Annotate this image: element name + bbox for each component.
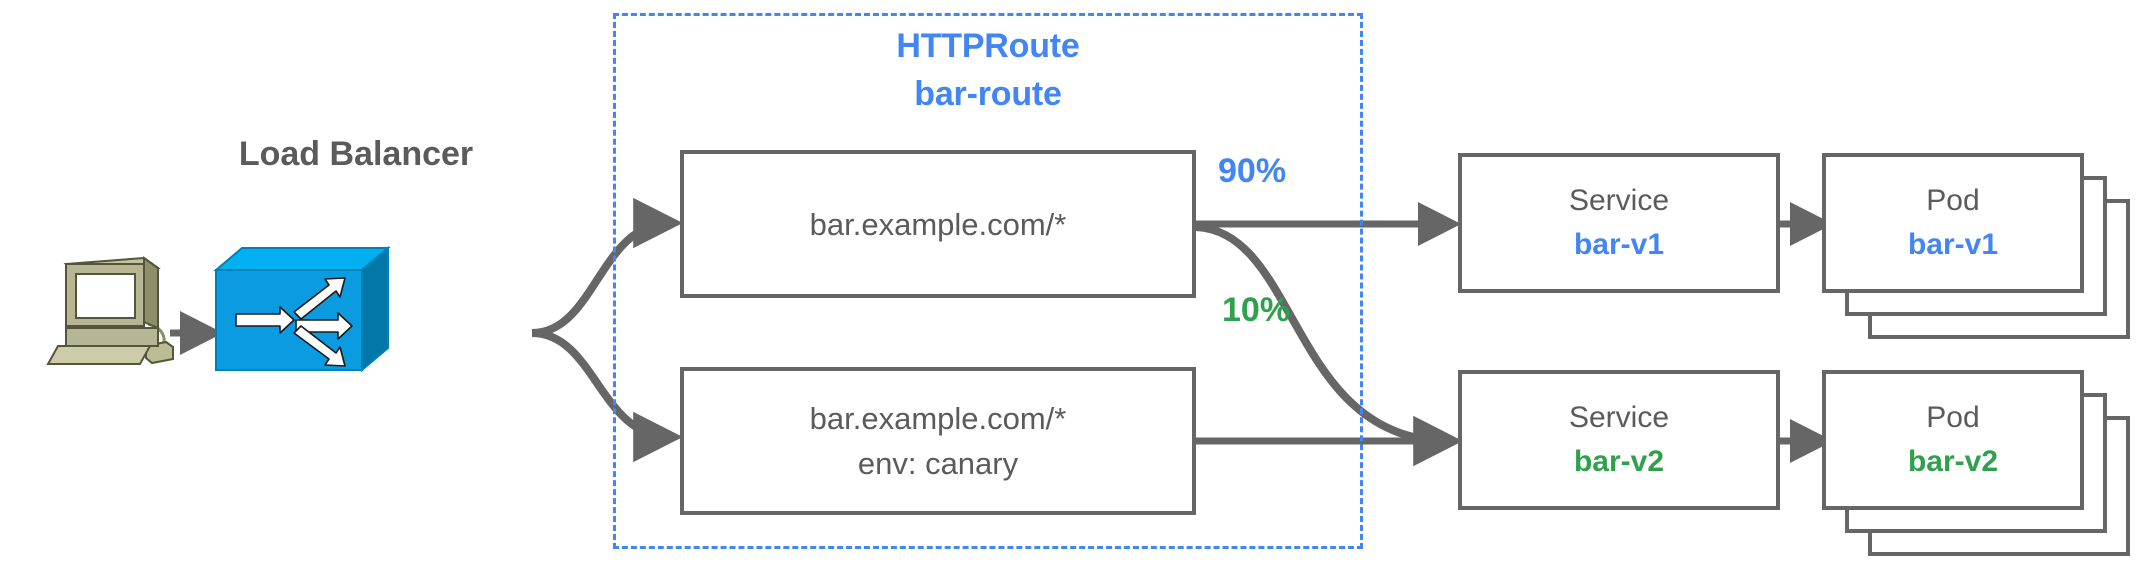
- route-rule-1-match: bar.example.com/*: [809, 206, 1067, 242]
- pod-box-bar-v2[interactable]: Pod bar-v2: [1822, 370, 2084, 510]
- pod-name-label: bar-v1: [1907, 228, 1999, 261]
- computer-icon: [46, 256, 174, 365]
- arrow-rule1-to-service-v2: [1195, 223, 1463, 467]
- pod-stack-bar-v1: Pod bar-v1: [1822, 153, 2132, 343]
- arrow-lb-to-rule-2: [531, 329, 683, 463]
- pod-kind-label: Pod: [1926, 184, 1980, 217]
- pod-stack-bar-v2: Pod bar-v2: [1822, 370, 2132, 560]
- httproute-name: bar-route: [914, 75, 1062, 113]
- service-box-bar-v2[interactable]: Service bar-v2: [1458, 370, 1780, 510]
- httproute-title: HTTPRoute bar-route: [613, 22, 1363, 118]
- route-rule-2-match: bar.example.com/*: [809, 401, 1067, 436]
- weight-label-90: 90%: [1218, 152, 1287, 190]
- load-balancer-label: Load Balancer: [238, 135, 474, 173]
- pod-kind-label: Pod: [1926, 401, 1980, 434]
- pod-box-bar-v1[interactable]: Pod bar-v1: [1822, 153, 2084, 293]
- service-kind-label: Service: [1568, 401, 1670, 434]
- pod-name-label: bar-v2: [1907, 445, 1999, 478]
- httproute-kind: HTTPRoute: [896, 27, 1080, 65]
- route-rule-box-2[interactable]: bar.example.com/* env: canary: [680, 367, 1196, 515]
- route-rule-2-header: env: canary: [857, 446, 1019, 481]
- service-name-label: bar-v1: [1573, 228, 1665, 261]
- load-balancer-icon: [213, 245, 391, 373]
- service-name-label: bar-v2: [1573, 445, 1665, 478]
- service-box-bar-v1[interactable]: Service bar-v1: [1458, 153, 1780, 293]
- arrow-lb-to-rule-1: [531, 197, 683, 337]
- route-rule-box-1[interactable]: bar.example.com/*: [680, 150, 1196, 298]
- weight-label-10: 10%: [1222, 291, 1291, 329]
- service-kind-label: Service: [1568, 184, 1670, 217]
- httproute-group-boundary: [613, 13, 1363, 549]
